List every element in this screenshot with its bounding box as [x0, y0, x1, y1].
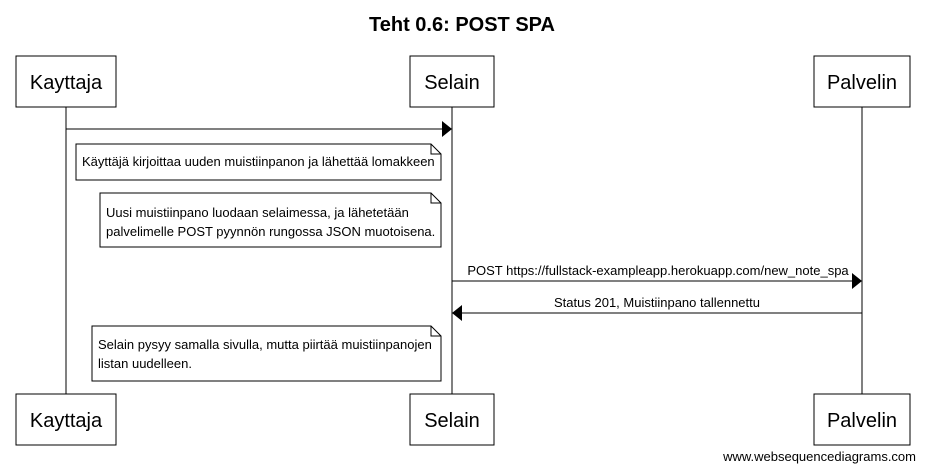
diagram-title: Teht 0.6: POST SPA	[369, 14, 555, 36]
participant-label: Kayttaja	[30, 72, 103, 94]
footer-watermark[interactable]: www.websequencediagrams.com	[722, 449, 916, 464]
arrowhead-right-icon	[442, 121, 452, 137]
note-line: listan uudelleen.	[98, 356, 192, 371]
note-line: palvelimelle POST pyynnön rungossa JSON …	[106, 224, 435, 239]
participant-bottom-user: Kayttaja	[15, 393, 117, 446]
participant-top-server: Palvelin	[813, 55, 911, 108]
arrowhead-right-icon	[852, 273, 862, 289]
participant-label: Selain	[424, 72, 480, 94]
note-browser-redraws: Selain pysyy samalla sivulla, mutta piir…	[91, 325, 442, 382]
message-label: Status 201, Muistiinpano tallennettu	[554, 295, 760, 310]
message-post-request: POST https://fullstack-exampleapp.heroku…	[452, 263, 862, 289]
participant-bottom-server: Palvelin	[813, 393, 911, 446]
note-browser-creates: Uusi muistiinpano luodaan selaimessa, ja…	[99, 192, 442, 248]
participant-label: Kayttaja	[30, 410, 103, 432]
participant-label: Selain	[424, 410, 480, 432]
note-line: Käyttäjä kirjoittaa uuden muistiinpanon …	[82, 154, 435, 169]
participant-bottom-browser: Selain	[409, 393, 495, 446]
participant-top-browser: Selain	[409, 55, 495, 108]
participant-label: Palvelin	[827, 72, 897, 94]
arrowhead-left-icon	[452, 305, 462, 321]
note-user-writes: Käyttäjä kirjoittaa uuden muistiinpanon …	[75, 143, 442, 181]
note-line: Selain pysyy samalla sivulla, mutta piir…	[98, 337, 432, 352]
participant-label: Palvelin	[827, 410, 897, 432]
participant-top-user: Kayttaja	[15, 55, 117, 108]
message-user-to-browser	[66, 121, 452, 137]
message-label: POST https://fullstack-exampleapp.heroku…	[467, 263, 849, 278]
message-status-response: Status 201, Muistiinpano tallennettu	[452, 295, 862, 321]
note-line: Uusi muistiinpano luodaan selaimessa, ja…	[106, 205, 409, 220]
